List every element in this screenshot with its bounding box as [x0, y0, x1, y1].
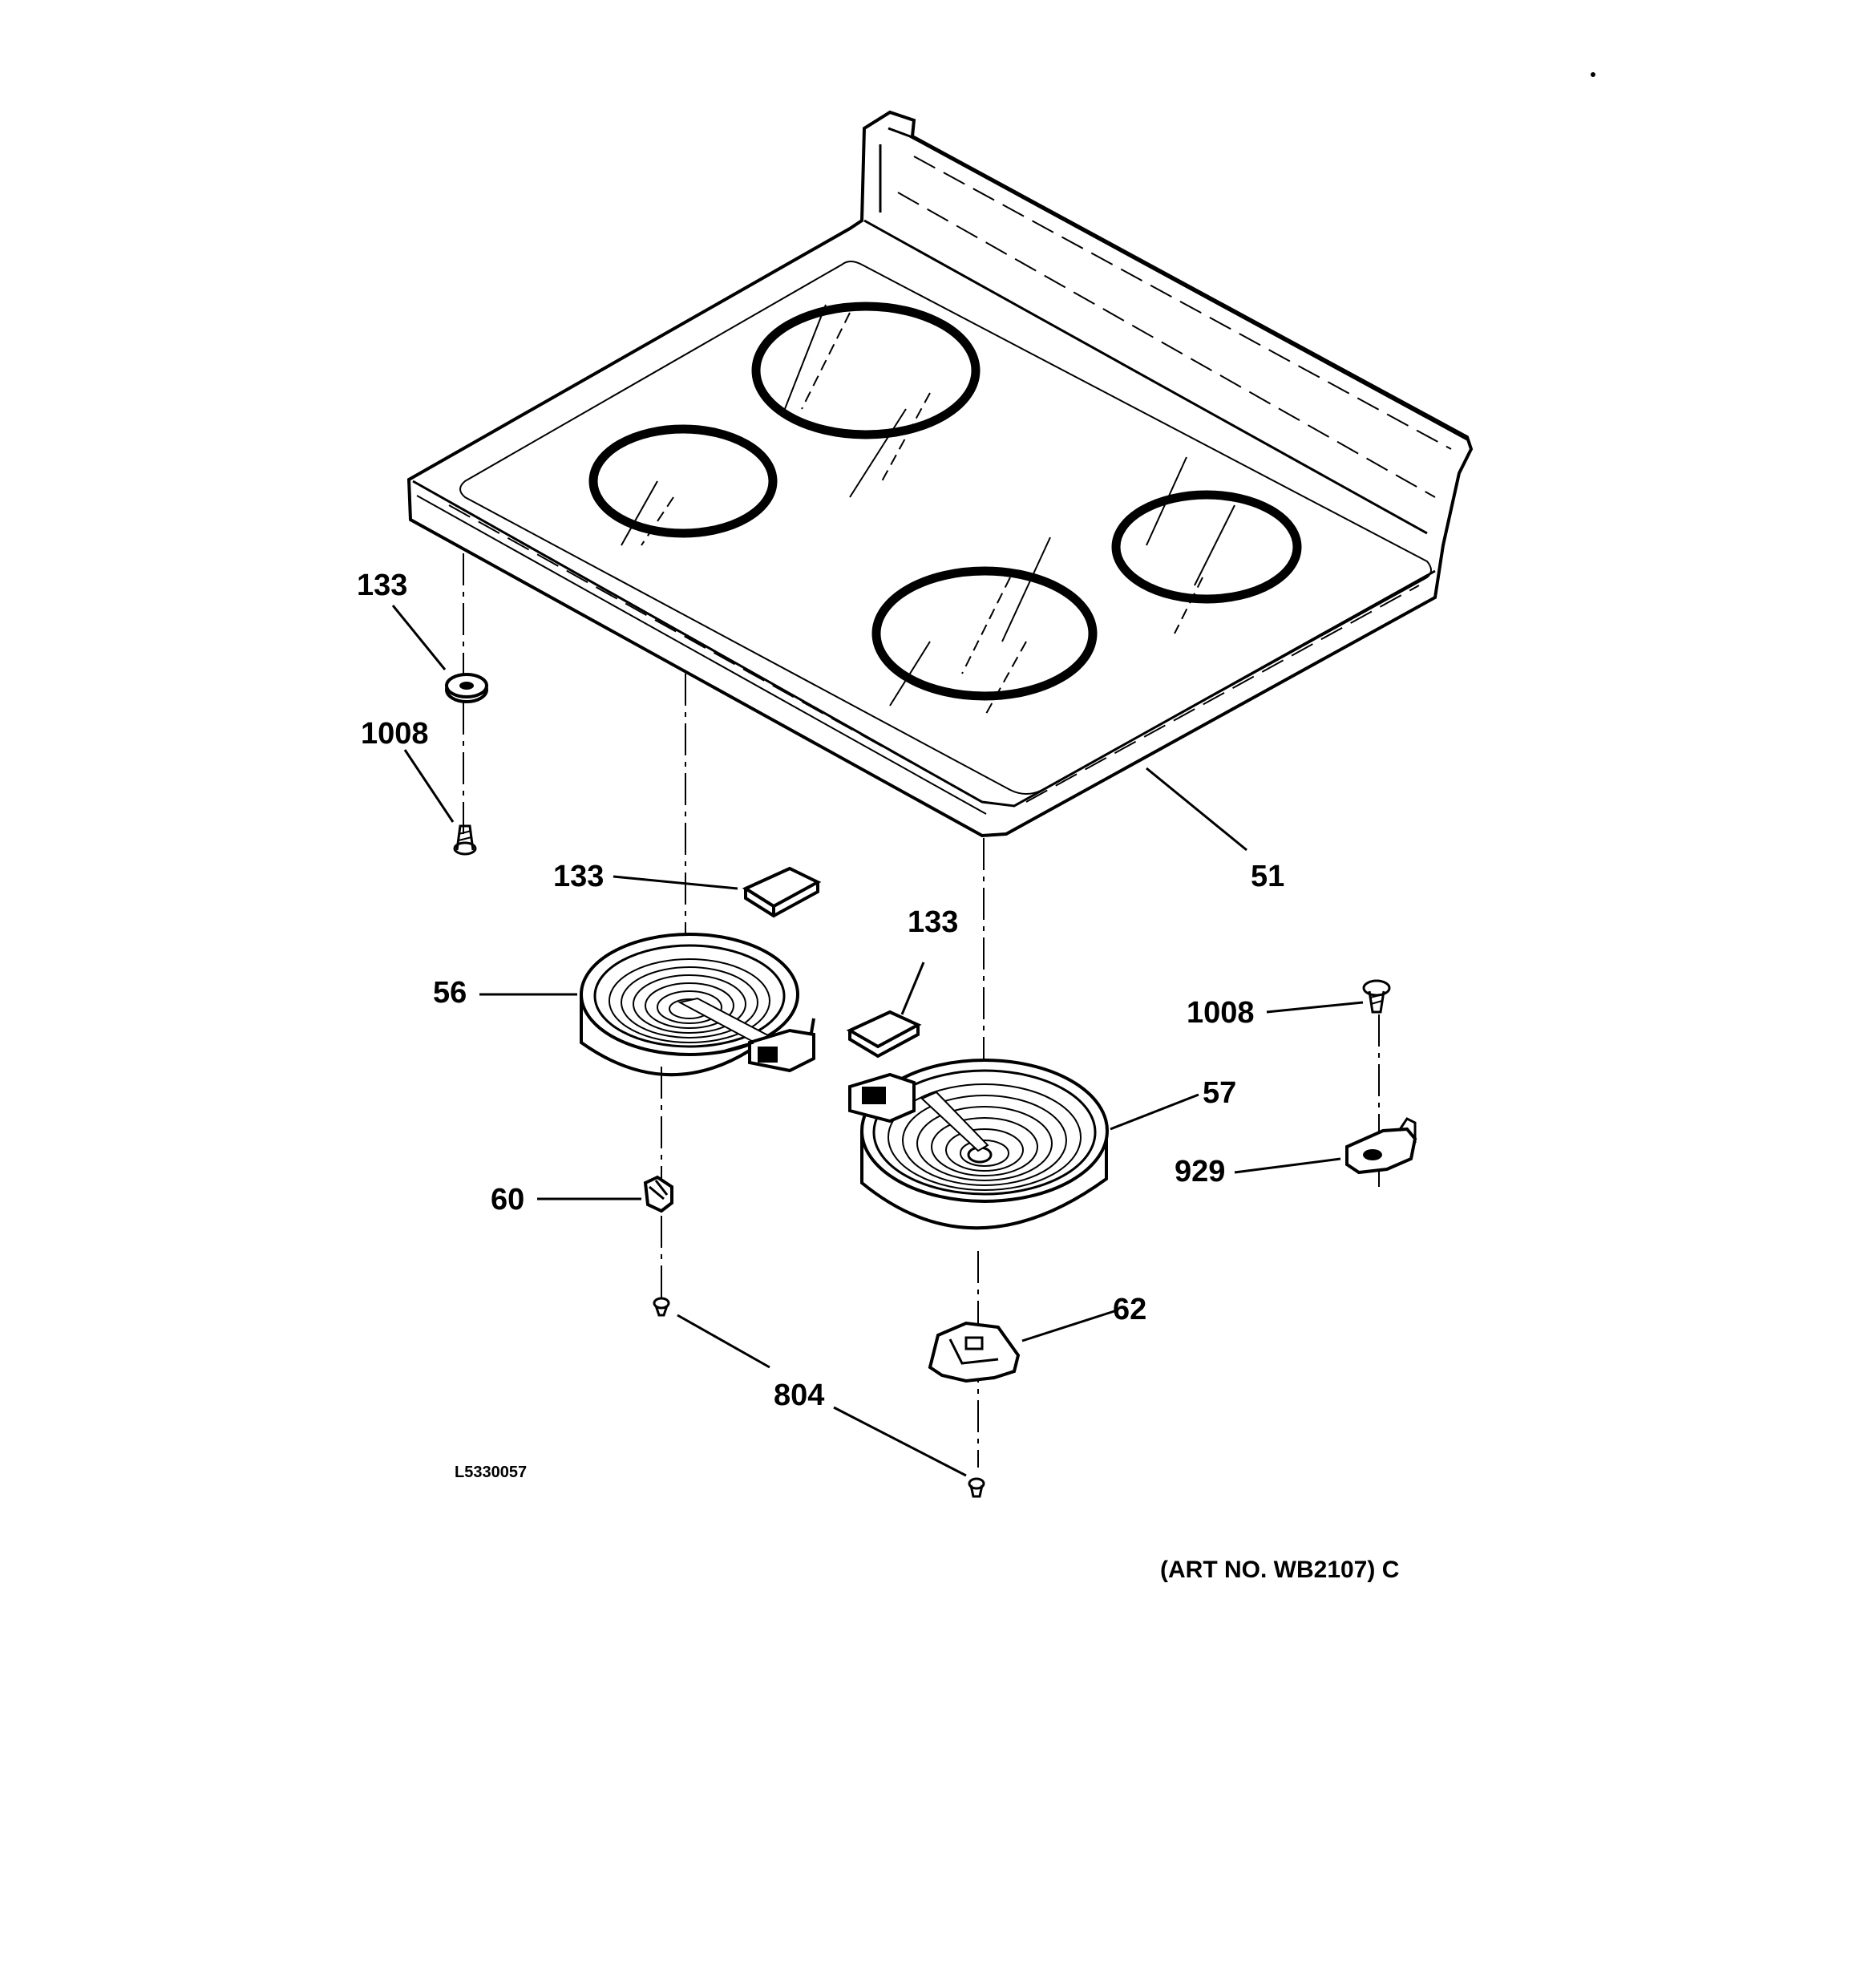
round-pad	[445, 673, 488, 703]
callout-929: 929	[1175, 1155, 1225, 1188]
square-pad	[742, 866, 822, 918]
callout-804: 804	[774, 1379, 824, 1412]
screw-icon	[653, 1297, 670, 1317]
diagram-code: L5330057	[455, 1464, 527, 1481]
callout-57: 57	[1203, 1076, 1236, 1110]
cooktop-glass	[406, 110, 1474, 838]
callout-133: 133	[908, 905, 958, 939]
screw-icon	[1362, 979, 1391, 1014]
clip-icon	[643, 1175, 673, 1213]
square-pad	[846, 1010, 922, 1059]
screw-icon	[453, 824, 477, 856]
clamp-bracket	[928, 1321, 1021, 1383]
callout-62: 62	[1113, 1293, 1146, 1326]
art-number: (ART NO. WB2107) C	[1160, 1557, 1399, 1583]
callout-133: 133	[553, 860, 604, 893]
callout-60: 60	[491, 1183, 524, 1217]
screw-icon	[968, 1477, 985, 1498]
callout-51: 51	[1251, 860, 1284, 893]
callout-1008: 1008	[361, 717, 429, 751]
callout-1008: 1008	[1187, 996, 1255, 1030]
radiant-element-small	[580, 933, 815, 1077]
callout-56: 56	[433, 976, 467, 1010]
bracket-icon	[1345, 1117, 1417, 1175]
leader-lines	[391, 605, 1364, 1477]
callout-133: 133	[357, 569, 407, 602]
radiant-element-large	[848, 1059, 1109, 1230]
